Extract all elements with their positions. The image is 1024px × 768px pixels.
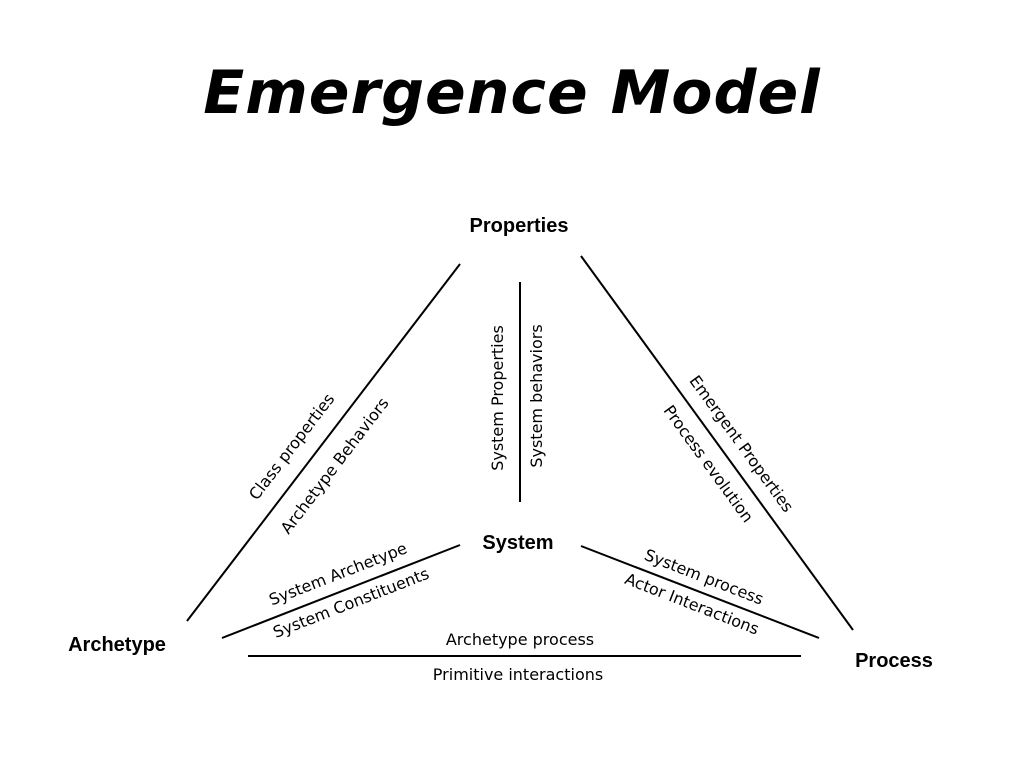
slide-title: Emergence Model [203,58,821,128]
node-archetype: Archetype [68,634,166,656]
edge-archetype-properties [186,263,461,622]
label-system-behaviors: System behaviors [527,324,546,467]
edge-system-process [580,545,820,639]
node-process: Process [855,650,933,672]
label-archetype-process: Archetype process [446,630,594,649]
label-archetype-behaviors: Archetype Behaviors [277,394,393,538]
label-primitive-interactions: Primitive interactions [433,665,603,684]
node-system: System [482,532,553,554]
label-system-properties: System Properties [488,325,507,471]
edge-properties-process [580,255,854,631]
node-properties: Properties [470,215,569,237]
edge-archetype-system [221,544,461,639]
label-process-evolution: Process evolution [660,402,758,527]
